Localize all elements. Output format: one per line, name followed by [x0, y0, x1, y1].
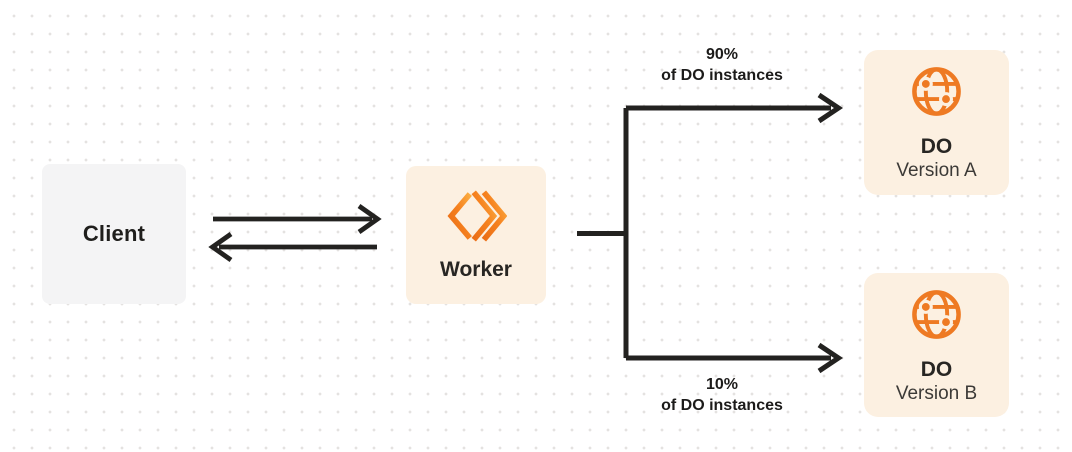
do-version-b-node: DO Version B [864, 273, 1009, 417]
split-caption-10: of DO instances [661, 397, 783, 414]
do-b-title: DO [920, 358, 953, 381]
split-caption-90: of DO instances [661, 67, 783, 84]
do-a-subtitle: Version A [896, 160, 977, 181]
client-node: Client [42, 164, 186, 304]
split-label-10: 10% of DO instances [612, 374, 832, 416]
durable-object-globe-icon [912, 290, 961, 339]
split-label-90: 90% of DO instances [612, 44, 832, 86]
durable-object-globe-icon [912, 67, 961, 116]
arrow-worker-to-client [208, 232, 377, 262]
split-percent-10: 10% [705, 376, 739, 393]
arrow-client-to-worker [213, 204, 382, 234]
do-b-subtitle: Version B [895, 383, 978, 404]
worker-node: Worker [406, 166, 546, 304]
split-percent-90: 90% [705, 46, 739, 63]
worker-split-connector [577, 92, 844, 374]
workers-logo-icon [447, 190, 507, 242]
do-version-a-node: DO Version A [864, 50, 1009, 195]
worker-label: Worker [440, 258, 512, 281]
client-label: Client [82, 221, 146, 246]
do-a-title: DO [920, 135, 953, 158]
